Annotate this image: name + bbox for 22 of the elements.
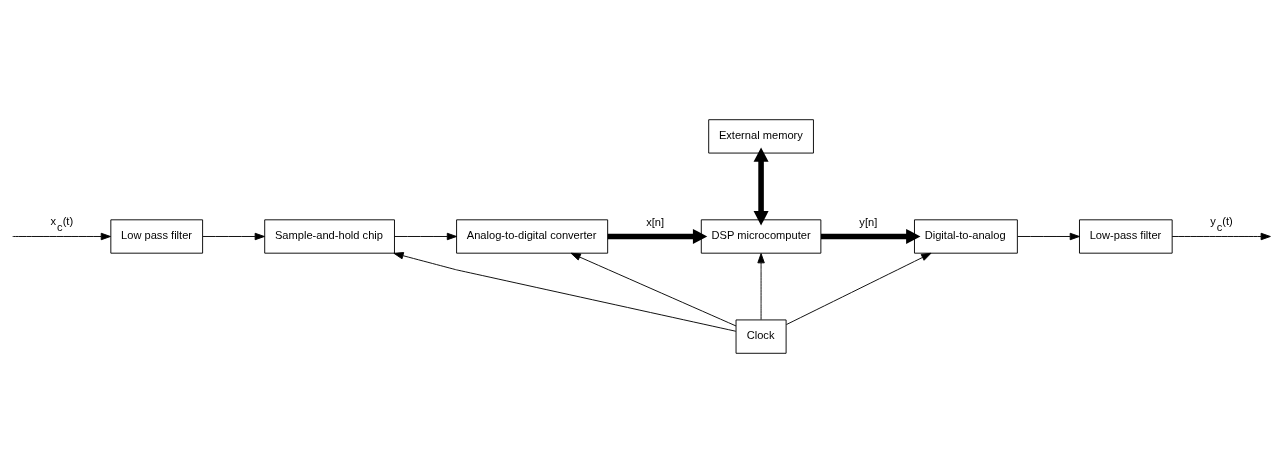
arrow xyxy=(570,252,737,326)
arrow xyxy=(753,147,769,225)
arrow xyxy=(821,228,921,244)
node-box: Analog-to-digital converter xyxy=(456,218,609,254)
arrow xyxy=(394,232,458,240)
arrow xyxy=(202,232,265,240)
arrow xyxy=(786,252,932,325)
arrow xyxy=(12,232,111,240)
arrow xyxy=(607,228,708,244)
arrow xyxy=(1017,232,1080,240)
node-box: Low pass filter xyxy=(110,218,204,254)
node-box: Clock xyxy=(735,318,787,354)
node-box: Low-pass filter xyxy=(1079,218,1173,254)
arrow xyxy=(393,251,737,332)
edge-label: x[n] xyxy=(646,215,665,228)
node-box: Sample-and-hold chip xyxy=(264,218,395,254)
arrow xyxy=(757,252,765,320)
node-box: External memory xyxy=(708,118,814,154)
node-box: DSP microcomputer xyxy=(700,218,822,254)
node-box: Digital-to-analog xyxy=(914,218,1018,254)
edge-label: y[n] xyxy=(859,215,878,228)
arrow xyxy=(1171,232,1271,240)
